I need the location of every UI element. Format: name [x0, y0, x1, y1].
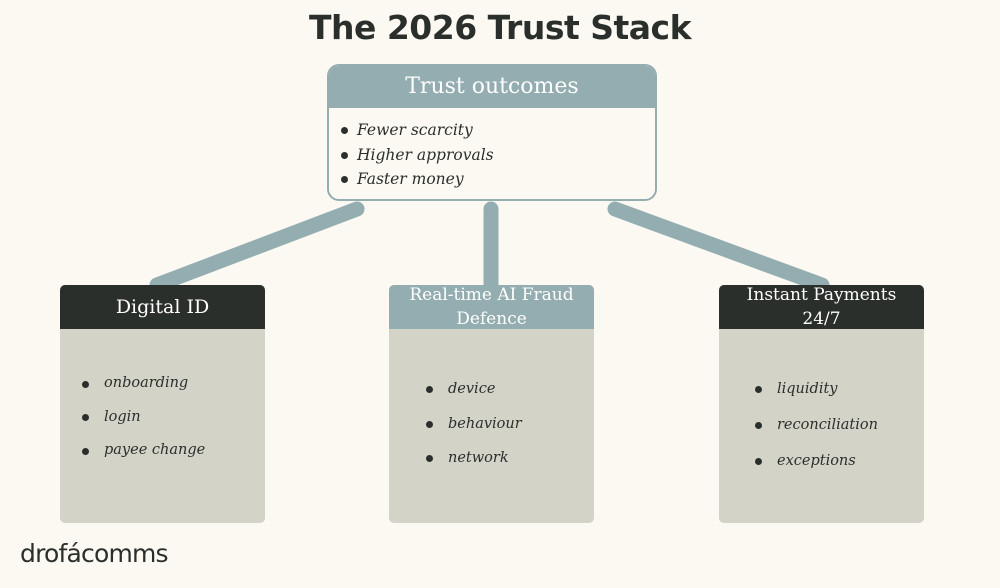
fraud-defence-card: Real-time AI Fraud Defence device behavi… — [389, 285, 594, 523]
digital-id-card: Digital ID onboarding login payee change — [60, 285, 265, 523]
list-item: Higher approvals — [341, 143, 655, 168]
instant-payments-header: Instant Payments 24/7 — [719, 285, 924, 329]
connector-left — [149, 201, 365, 293]
trust-outcomes-list: Fewer scarcity Higher approvals Faster m… — [329, 108, 655, 192]
list-item: reconciliation — [755, 407, 924, 443]
list-item: Fewer scarcity — [341, 118, 655, 143]
list-item: network — [426, 441, 594, 476]
list-item: onboarding — [82, 367, 265, 401]
list-item: device — [426, 372, 594, 407]
list-item: behaviour — [426, 407, 594, 442]
instant-payments-list: liquidity reconciliation exceptions — [719, 329, 924, 479]
digital-id-list: onboarding login payee change — [60, 329, 265, 468]
digital-id-header: Digital ID — [60, 285, 265, 329]
list-item: liquidity — [755, 371, 924, 407]
instant-payments-card: Instant Payments 24/7 liquidity reconcil… — [719, 285, 924, 523]
list-item: Faster money — [341, 167, 655, 192]
fraud-defence-header: Real-time AI Fraud Defence — [389, 285, 594, 329]
list-item: exceptions — [755, 443, 924, 479]
trust-outcomes-box: Trust outcomes Fewer scarcity Higher app… — [327, 64, 657, 201]
list-item: login — [82, 401, 265, 435]
fraud-defence-list: device behaviour network — [389, 329, 594, 476]
connector-right — [607, 201, 830, 293]
list-item: payee change — [82, 434, 265, 468]
trust-outcomes-header: Trust outcomes — [329, 66, 655, 108]
brand-logo: drofácomms — [20, 539, 169, 568]
diagram-title: The 2026 Trust Stack — [308, 8, 692, 47]
